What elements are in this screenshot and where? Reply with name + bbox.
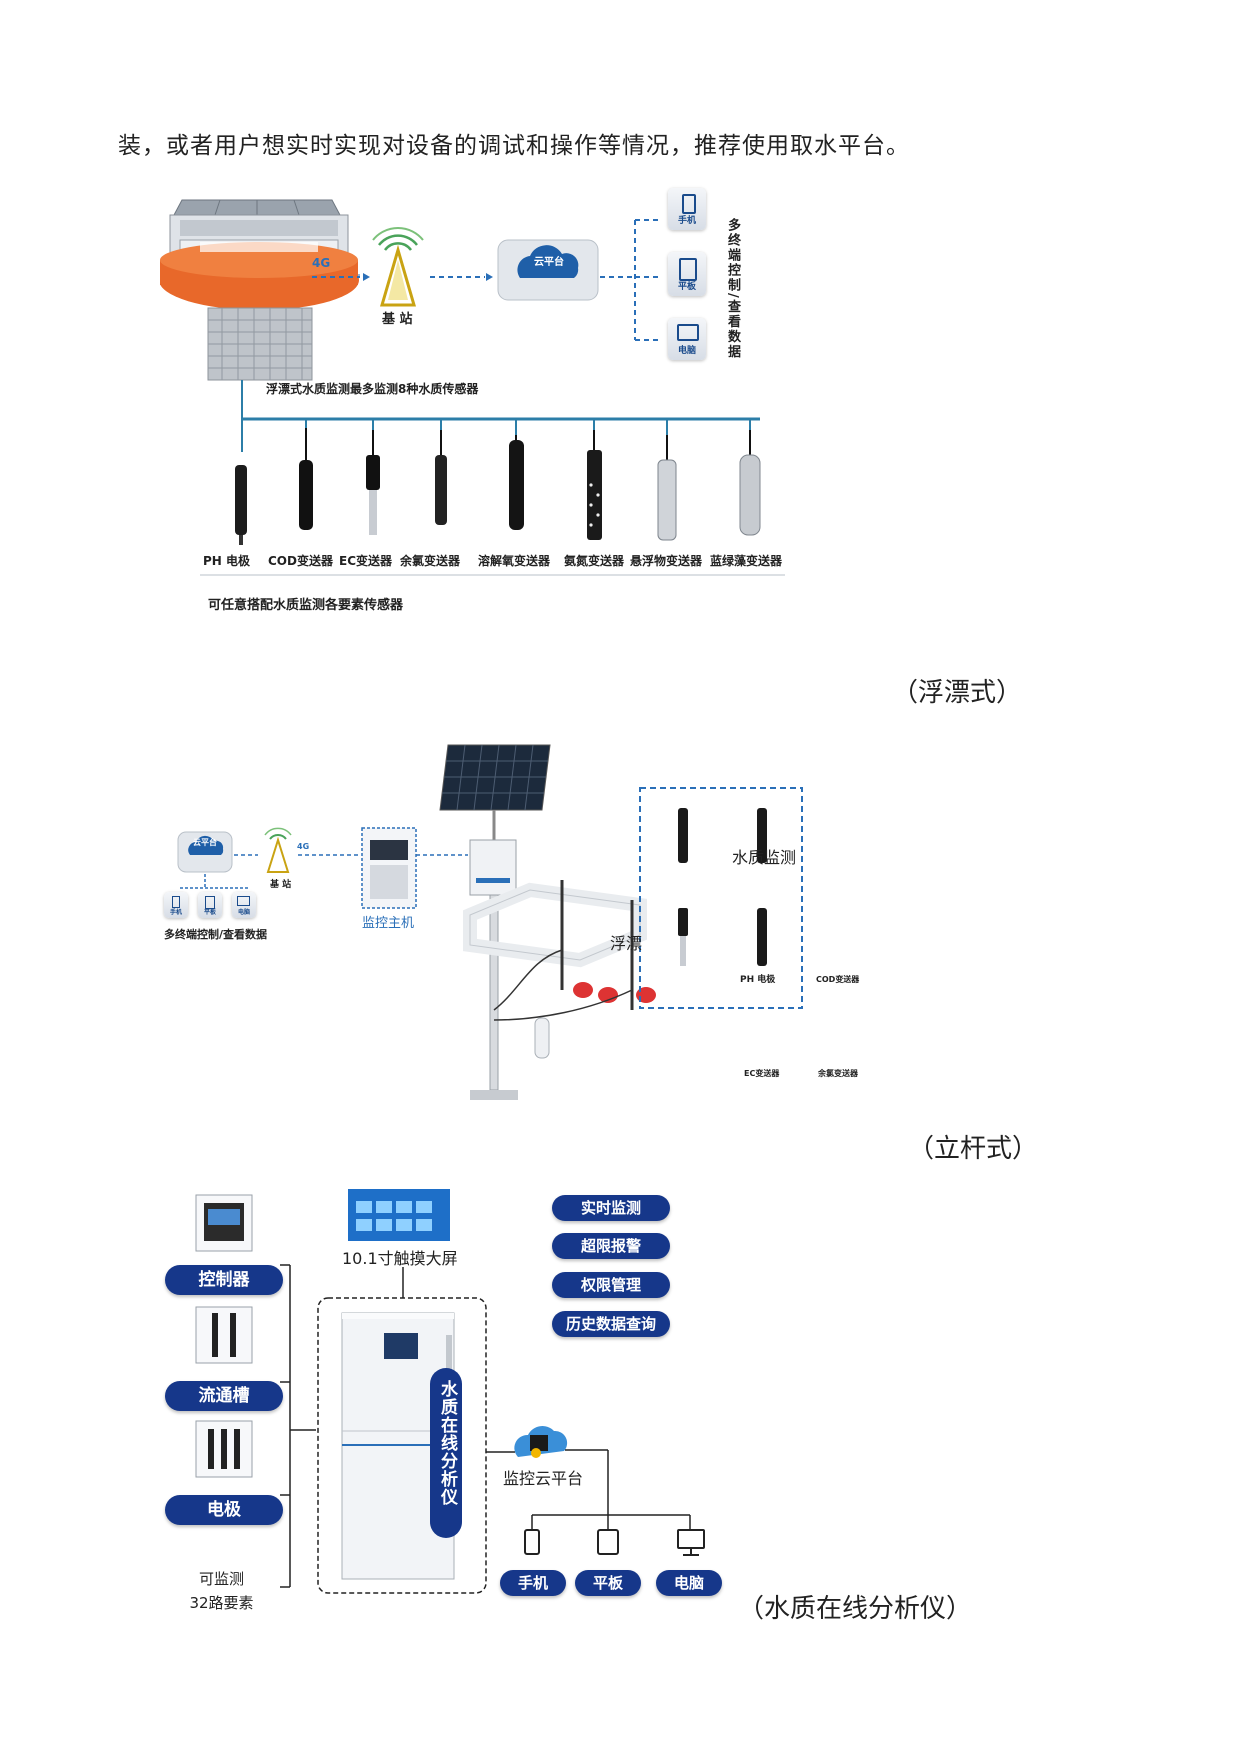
feature-permission: 权限管理 bbox=[552, 1272, 670, 1298]
figure-floating-diagram: 4G 基 站 云平台 手机 平板 电脑 多终端控制/查看数据 浮漂式水质监测最多… bbox=[160, 188, 880, 680]
pole-terminal-tablet-icon: 平板 bbox=[198, 892, 222, 918]
sensor-label-suspended: 悬浮物变送器 bbox=[630, 554, 703, 568]
terminal-phone-icon: 手机 bbox=[668, 188, 706, 230]
box-sensor-ec: EC变送器 bbox=[744, 1069, 780, 1078]
buoy-device-icon bbox=[160, 199, 359, 381]
feature-alarm: 超限报警 bbox=[552, 1233, 670, 1259]
pole-base-station-label: 基 站 bbox=[270, 880, 292, 890]
pole-terminal-computer-icon: 电脑 bbox=[232, 892, 256, 918]
figure-pole-diagram: 云平台 4G 基 站 监控主机 手机 平板 电脑 多终端控制/查看数据 浮漂 水… bbox=[164, 740, 910, 1140]
sensor-label-chlorine: 余氯变送器 bbox=[400, 554, 461, 568]
footer-label: 可任意搭配水质监测各要素传感器 bbox=[208, 598, 404, 613]
item-electrode: 电极 bbox=[165, 1495, 283, 1525]
base-station-label: 基 站 bbox=[382, 312, 413, 327]
pole-terminal-phone-icon: 手机 bbox=[164, 892, 188, 918]
terminal-computer-icon: 电脑 bbox=[668, 318, 706, 360]
caption-analyzer: （水质在线分析仪） bbox=[738, 1594, 973, 1624]
pole-terminal-label: 多终端控制/查看数据 bbox=[164, 928, 268, 941]
terminal-computer: 电脑 bbox=[656, 1570, 722, 1596]
monitor-32-text: 可监测 32路要素 bbox=[189, 1570, 254, 1612]
caption-pole: （立杆式） bbox=[908, 1134, 1039, 1164]
figure3-graphics bbox=[195, 1189, 705, 1594]
terminal-tablet-icon: 平板 bbox=[668, 252, 706, 296]
cloud-platform-label: 监控云平台 bbox=[503, 1469, 584, 1488]
sensor-icons bbox=[235, 428, 761, 545]
monitor-cloud-icon bbox=[514, 1426, 568, 1458]
host-label: 监控主机 bbox=[362, 916, 415, 931]
figure1-graphics bbox=[160, 199, 785, 576]
item-flow-cell: 流通槽 bbox=[165, 1381, 283, 1411]
base-station-icon bbox=[372, 227, 424, 307]
touch-screen-label: 10.1寸触摸大屏 bbox=[342, 1249, 458, 1268]
sensor-label-ph: PH 电极 bbox=[203, 554, 251, 568]
analyzer-label: 水质在线分析仪 bbox=[437, 1380, 457, 1506]
pole-4g-label: 4G bbox=[297, 842, 310, 851]
terminal-tablet: 平板 bbox=[575, 1570, 641, 1596]
cloud-label: 云平台 bbox=[534, 257, 564, 268]
terminal-phone: 手机 bbox=[500, 1570, 566, 1596]
box-sensor-chlorine: 余氯变送器 bbox=[818, 1069, 858, 1078]
solar-panel-icon bbox=[439, 744, 551, 811]
box-sensor-ph: PH 电极 bbox=[740, 975, 776, 985]
sensor-label-cod: COD变送器 bbox=[268, 554, 333, 568]
feature-history: 历史数据查询 bbox=[552, 1311, 670, 1337]
signal-4g-label: 4G bbox=[312, 256, 331, 270]
sensor-label-ammonia: 氨氮变送器 bbox=[564, 554, 625, 568]
multi-terminal-label: 多终端控制/查看数据 bbox=[725, 218, 740, 360]
cloud-platform-icon bbox=[497, 239, 599, 301]
intro-paragraph: 装，或者用户想实时实现对设备的调试和操作等情况，推荐使用取水平台。 bbox=[118, 133, 910, 159]
bus-label: 浮漂式水质监测最多监测8种水质传感器 bbox=[266, 382, 479, 396]
sensor-label-oxygen: 溶解氧变送器 bbox=[478, 554, 551, 568]
pole-cloud-label: 云平台 bbox=[193, 838, 217, 847]
figure-analyzer-diagram: 控制器 流通槽 电极 可监测 32路要素 10.1寸触摸大屏 实时监测 超限报警… bbox=[165, 1185, 730, 1612]
figure2-graphics bbox=[177, 744, 803, 1100]
sensor-label-algae: 蓝绿藻变送器 bbox=[710, 554, 783, 568]
caption-floating: （浮漂式） bbox=[892, 678, 1023, 708]
sensor-label-ec: EC变送器 bbox=[339, 554, 393, 568]
float-label: 浮漂 bbox=[610, 934, 643, 953]
item-controller: 控制器 bbox=[165, 1265, 283, 1295]
feature-realtime: 实时监测 bbox=[552, 1195, 670, 1221]
water-monitor-box-title: 水质监测 bbox=[732, 848, 797, 867]
box-sensor-cod: COD变送器 bbox=[816, 975, 860, 984]
